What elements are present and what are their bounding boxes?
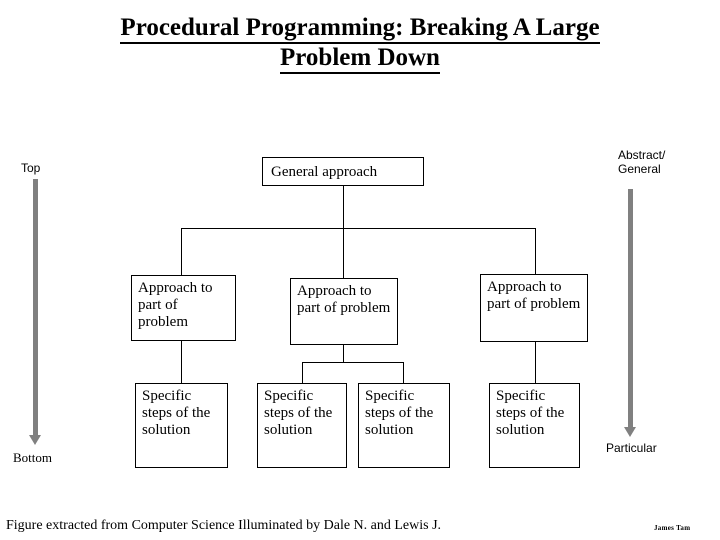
page-title-line-2: Problem Down <box>280 44 440 74</box>
page-title: Procedural Programming: Breaking A Large… <box>40 14 680 74</box>
label-bottom: Bottom <box>13 450 53 465</box>
node-specific-steps-2[interactable]: Specific steps of the solution <box>257 383 347 468</box>
node-approach-3[interactable]: Approach to part of problem <box>480 274 588 342</box>
connector-level2-drop-2 <box>343 228 344 278</box>
node-specific-steps-1[interactable]: Specific steps of the solution <box>135 383 228 468</box>
page-title-line-1: Procedural Programming: Breaking A Large <box>120 14 600 44</box>
node-general-approach[interactable]: General approach <box>262 157 424 186</box>
node-approach-3-label: Approach to part of problem <box>487 279 581 312</box>
connector-level2-bus <box>181 228 536 229</box>
connector-root-stem <box>343 185 344 228</box>
node-approach-1[interactable]: Approach to part of problem <box>131 275 236 341</box>
right-arrow-shaft <box>628 189 633 427</box>
node-specific-steps-4-label: Specific steps of the solution <box>496 388 565 438</box>
footer-attribution: Figure extracted from Computer Science I… <box>6 518 442 533</box>
connector-node2-stem <box>343 345 344 362</box>
node-general-approach-label: General approach <box>271 163 378 180</box>
node-specific-steps-3-label: Specific steps of the solution <box>365 388 434 438</box>
node-specific-steps-4[interactable]: Specific steps of the solution <box>489 383 580 468</box>
label-abstract-general: Abstract/ General <box>618 148 665 176</box>
label-top: Top <box>21 161 41 175</box>
left-arrow-head-icon <box>29 435 41 445</box>
label-particular: Particular <box>606 441 657 455</box>
author-credit: James Tam <box>654 524 691 532</box>
connector-node3-to-leaf4 <box>535 342 536 383</box>
node-approach-1-label: Approach to part of problem <box>138 280 213 330</box>
node-specific-steps-2-label: Specific steps of the solution <box>264 388 333 438</box>
connector-node1-to-leaf1 <box>181 341 182 383</box>
label-abstract-general-line-2: General <box>618 162 661 176</box>
connector-node2-drop-1 <box>302 362 303 383</box>
label-abstract-general-line-1: Abstract/ <box>618 148 666 162</box>
connector-node2-drop-2 <box>403 362 404 383</box>
connector-level2-drop-3 <box>535 228 536 274</box>
connector-level2-drop-1 <box>181 228 182 275</box>
node-approach-2-label: Approach to part of problem <box>297 283 391 316</box>
right-arrow-head-icon <box>624 427 636 437</box>
node-specific-steps-3[interactable]: Specific steps of the solution <box>358 383 450 468</box>
node-specific-steps-1-label: Specific steps of the solution <box>142 388 211 438</box>
left-arrow-shaft <box>33 179 38 435</box>
connector-node2-bus <box>302 362 403 363</box>
node-approach-2[interactable]: Approach to part of problem <box>290 278 398 345</box>
